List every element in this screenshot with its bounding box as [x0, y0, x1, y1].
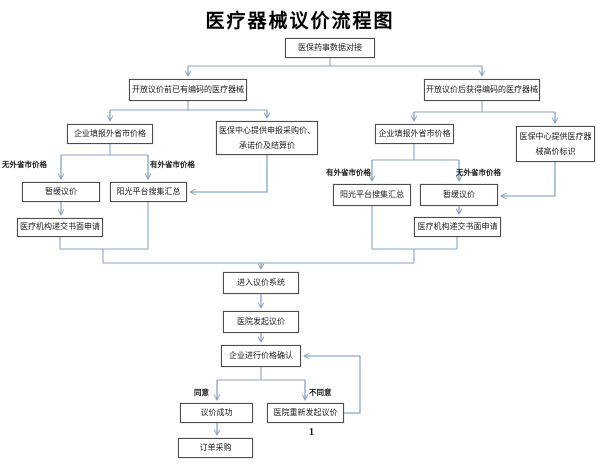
node-mi-center-highprice: 医保中心提供医疗器械高价标识: [516, 126, 595, 162]
node-written-apply-right: 医疗机构递交书面申请: [414, 217, 501, 237]
node-company-fill-left: 企业填报外省市价格: [67, 124, 153, 144]
branch-label-disagree: 不同意: [309, 388, 332, 397]
branch-label-right-no: 无外省市价格: [456, 168, 501, 177]
page-number: 1: [309, 427, 314, 438]
node-order: 订单采购: [178, 438, 253, 458]
node-sunshine-left: 阳光平台搜集汇总: [110, 182, 187, 202]
branch-label-left-no: 无外省市价格: [2, 160, 47, 169]
edge-highprice-to-suspend-right: [500, 162, 556, 200]
edge-reinitiate-feedback: [303, 352, 361, 414]
node-company-fill-right: 企业填报外省市价格: [375, 124, 454, 144]
node-suspend-right: 暂缓议价: [420, 184, 498, 206]
node-company-confirm: 企业进行价格确认: [221, 345, 301, 367]
node-hospital-initiate: 医院发起议价: [223, 311, 299, 333]
node-pre-coded: 开放议价前已有编码的医疗器械: [129, 79, 247, 101]
node-data-link: 医保药事数据对接: [285, 38, 375, 58]
node-sunshine-right: 阳光平台搜集汇总: [333, 184, 411, 206]
chart-title: 医疗器械议价流程图: [205, 11, 395, 32]
connector-trunks: [59, 58, 555, 381]
node-written-apply-left: 医疗机构递交书面申请: [17, 218, 103, 237]
branch-label-left-yes: 有外省市价格: [150, 160, 195, 169]
node-success: 议价成功: [180, 403, 253, 423]
node-re-initiate: 医院重新发起议价: [267, 403, 344, 423]
node-enter-system: 进入议价系统: [223, 272, 299, 294]
node-mi-center-prices: 医保中心提供申报采购价、承诺价及结算价: [216, 121, 318, 155]
node-post-coded: 开放议价后获得编码的医疗器械: [424, 79, 540, 101]
branch-label-right-yes: 有外省市价格: [326, 168, 371, 177]
branch-label-agree: 同意: [194, 388, 209, 397]
edge-prices-to-sunshine-left: [189, 155, 268, 196]
node-suspend-left: 暂缓议价: [22, 182, 100, 202]
